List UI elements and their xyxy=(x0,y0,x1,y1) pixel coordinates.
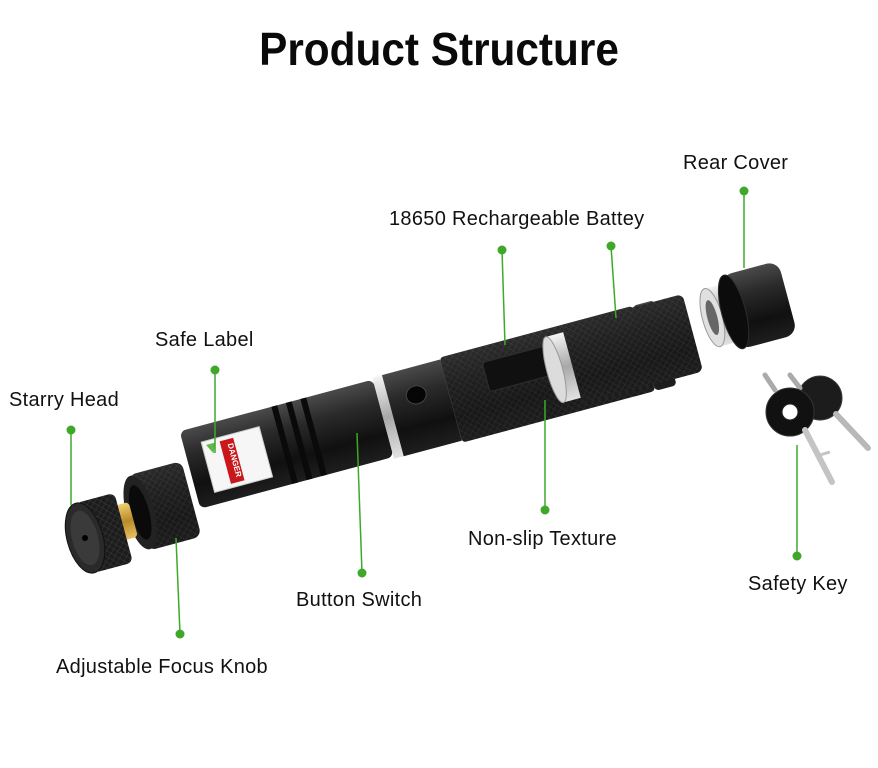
page-title: Product Structure xyxy=(259,23,619,75)
leader-button-switch xyxy=(356,432,367,578)
label-non-slip-texture: Non-slip Texture xyxy=(468,528,617,550)
starry-head-cap xyxy=(64,494,132,574)
leader-non-slip xyxy=(540,400,550,515)
leader-safety-key xyxy=(792,445,802,561)
leader-rear-cover xyxy=(739,186,749,268)
label-focus-knob: Adjustable Focus Knob xyxy=(56,656,268,678)
label-starry-head: Starry Head xyxy=(9,389,120,411)
button-switch[interactable] xyxy=(404,384,428,407)
leader-lines xyxy=(66,186,802,639)
leader-battery-2 xyxy=(606,241,617,319)
safe-label-sticker: DANGER xyxy=(200,426,274,493)
label-battery: 18650 Rechargeable Battey xyxy=(389,208,645,230)
adjustable-focus-knob xyxy=(123,462,200,550)
safety-key xyxy=(762,372,871,485)
leader-battery-1 xyxy=(497,245,507,346)
rear-cover xyxy=(699,263,795,350)
label-rear-cover: Rear Cover xyxy=(683,152,789,174)
leader-starry-head xyxy=(66,425,76,505)
leader-safe-label xyxy=(210,365,220,453)
label-safety-key: Safety Key xyxy=(748,573,848,595)
label-safe-label: Safe Label xyxy=(155,329,254,351)
label-button-switch: Button Switch xyxy=(296,589,423,611)
battery-tube xyxy=(542,295,702,404)
leader-focus-knob xyxy=(175,537,185,639)
silver-ring xyxy=(372,375,404,459)
